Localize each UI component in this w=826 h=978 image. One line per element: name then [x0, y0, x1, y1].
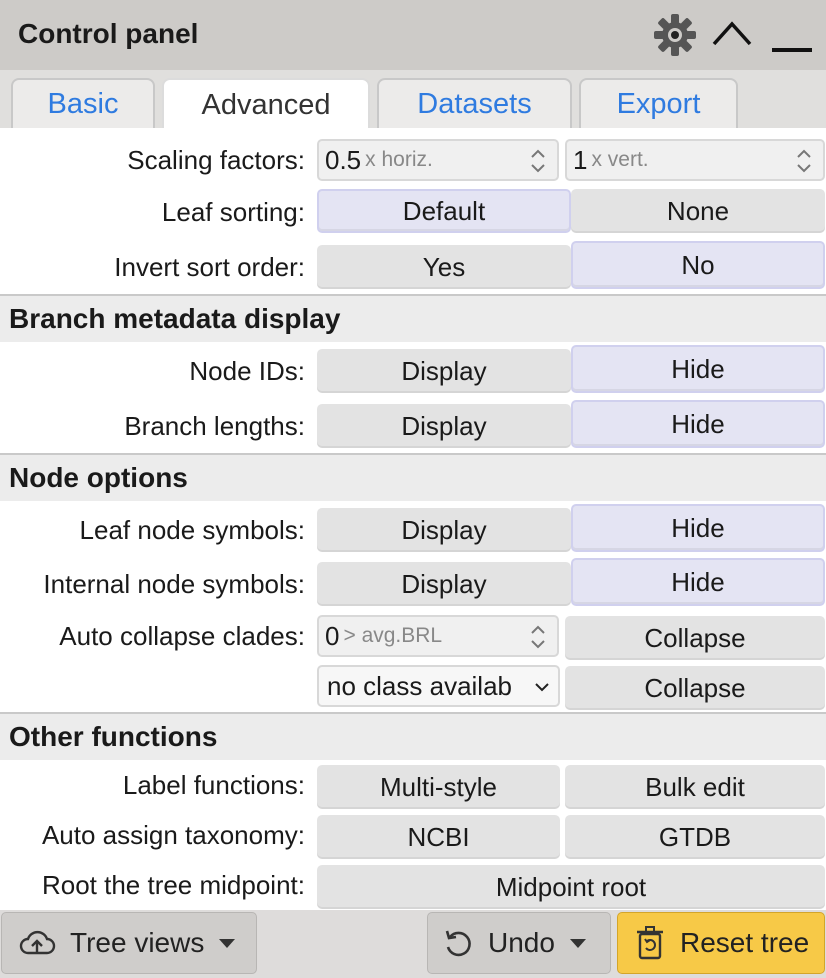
spinner-arrows-icon[interactable] — [795, 147, 813, 175]
auto-collapse-threshold-input[interactable]: 0 > avg.BRL — [317, 615, 559, 657]
node-ids-label: Node IDs: — [189, 356, 305, 386]
minimize-icon[interactable] — [772, 40, 812, 59]
horizontal-scale-unit: x horiz. — [365, 148, 433, 171]
tab-datasets[interactable]: Datasets — [377, 78, 572, 128]
tab-export[interactable]: Export — [579, 78, 738, 128]
leaf-sorting-default-button[interactable]: Default — [317, 189, 571, 233]
internal-symbols-display-button[interactable]: Display — [317, 562, 571, 606]
bulk-edit-button[interactable]: Bulk edit — [565, 765, 825, 809]
leaf-sorting-label: Leaf sorting: — [161, 197, 305, 227]
invert-sort-no-button[interactable]: No — [571, 241, 825, 289]
internal-node-symbols-label: Internal node symbols: — [43, 569, 305, 599]
branch-lengths-hide-button[interactable]: Hide — [571, 400, 825, 448]
node-ids-display-button[interactable]: Display — [317, 349, 571, 393]
invert-sort-yes-button[interactable]: Yes — [317, 245, 571, 289]
branch-metadata-section-title: Branch metadata display — [0, 294, 826, 342]
cloud-upload-icon — [19, 930, 56, 955]
leaf-sorting-none-button[interactable]: None — [571, 189, 825, 233]
trash-icon — [637, 926, 663, 960]
ncbi-button[interactable]: NCBI — [317, 815, 560, 859]
caret-down-icon — [569, 939, 586, 948]
leaf-symbols-hide-button[interactable]: Hide — [571, 504, 825, 552]
spinner-arrows-icon[interactable] — [529, 623, 547, 651]
panel-header: Control panel — [0, 0, 826, 70]
gear-icon[interactable] — [652, 12, 698, 63]
gtdb-button[interactable]: GTDB — [565, 815, 825, 859]
invert-sort-label: Invert sort order: — [114, 252, 305, 282]
panel-title: Control panel — [18, 18, 199, 49]
horizontal-scale-input[interactable]: 0.5 x horiz. — [317, 139, 559, 181]
vertical-scale-value: 1 — [573, 144, 588, 175]
undo-icon — [445, 930, 471, 957]
leaf-symbols-display-button[interactable]: Display — [317, 508, 571, 552]
chevron-down-icon — [535, 683, 549, 692]
advanced-panel: Scaling factors: 0.5 x horiz. 1 x vert. … — [0, 128, 826, 910]
auto-collapse-value: 0 — [325, 620, 340, 651]
tab-basic[interactable]: Basic — [11, 78, 155, 128]
spinner-arrows-icon[interactable] — [529, 147, 547, 175]
caret-down-icon — [219, 939, 236, 948]
label-functions-label: Label functions: — [122, 770, 305, 800]
midpoint-root-button[interactable]: Midpoint root — [317, 865, 825, 909]
class-select-value: no class availab — [327, 670, 512, 701]
other-functions-section-title: Other functions — [0, 712, 826, 760]
branch-lengths-display-button[interactable]: Display — [317, 404, 571, 448]
panel-footer: Tree views Undo Reset tree — [0, 910, 826, 978]
auto-taxonomy-label: Auto assign taxonomy: — [41, 820, 305, 850]
multi-style-button[interactable]: Multi-style — [317, 765, 560, 809]
tree-views-label: Tree views — [70, 927, 205, 958]
midpoint-label: Root the tree midpoint: — [41, 870, 305, 900]
branch-lengths-label: Branch lengths: — [124, 411, 305, 441]
vertical-scale-input[interactable]: 1 x vert. — [565, 139, 825, 181]
undo-button[interactable]: Undo — [427, 912, 611, 974]
node-ids-hide-button[interactable]: Hide — [571, 345, 825, 393]
class-select[interactable]: no class availab — [317, 665, 560, 707]
vertical-scale-unit: x vert. — [591, 148, 649, 171]
auto-collapse-button[interactable]: Collapse — [565, 616, 825, 660]
collapse-chevron-icon[interactable] — [710, 18, 754, 53]
reset-tree-button[interactable]: Reset tree — [617, 912, 825, 974]
tree-views-button[interactable]: Tree views — [1, 912, 257, 974]
scaling-factors-label: Scaling factors: — [127, 145, 305, 175]
tab-advanced[interactable]: Advanced — [162, 78, 370, 130]
reset-tree-label: Reset tree — [680, 927, 810, 958]
auto-collapse-unit: > avg.BRL — [343, 624, 443, 647]
tab-bar: Basic Advanced Datasets Export — [0, 70, 826, 130]
node-options-section-title: Node options — [0, 453, 826, 501]
class-collapse-button[interactable]: Collapse — [565, 666, 825, 710]
leaf-node-symbols-label: Leaf node symbols: — [79, 515, 305, 545]
horizontal-scale-value: 0.5 — [325, 144, 362, 175]
internal-symbols-hide-button[interactable]: Hide — [571, 558, 825, 606]
auto-collapse-label: Auto collapse clades: — [59, 621, 305, 651]
undo-label: Undo — [488, 927, 555, 958]
